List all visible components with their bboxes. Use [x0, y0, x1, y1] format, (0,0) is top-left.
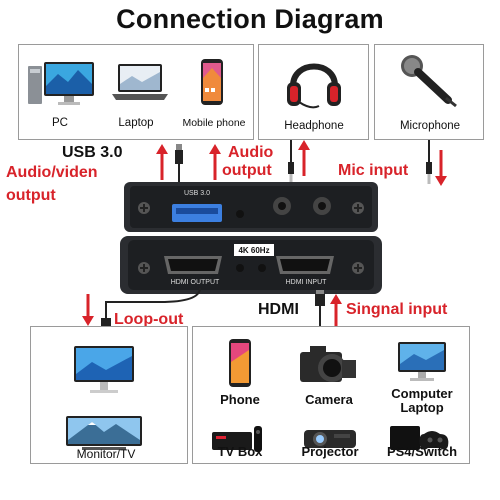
- tv-icon: [64, 414, 144, 454]
- pc-label: PC: [52, 117, 68, 129]
- arrow-up-icon: [209, 144, 221, 180]
- headphone-icon: [285, 52, 343, 112]
- projector-icon: [300, 424, 360, 454]
- microphone-box: [374, 44, 484, 140]
- mic-input-callout: Mic input: [338, 162, 409, 179]
- hdmi-input-label: HDMI INPUT: [285, 279, 327, 286]
- phone-label: Phone: [220, 392, 260, 407]
- audio-video-callout: Audio/viden: [6, 164, 98, 181]
- capture-device: [118, 178, 390, 298]
- camera-icon: [298, 342, 358, 388]
- diagram-title: Connection Diagram: [116, 4, 384, 34]
- audio-cable-icon: [424, 140, 434, 184]
- hdmi-callout: HDMI: [258, 301, 299, 318]
- output-callout: output: [6, 187, 56, 204]
- arrow-up-icon: [298, 140, 310, 176]
- tv-box-icon: [210, 424, 266, 454]
- mobile-phone-icon: [200, 58, 224, 106]
- signal-input-callout: Singnal input: [346, 301, 448, 318]
- resolution-badge: 4K 60Hz: [238, 246, 270, 255]
- mobile-phone-label: Mobile phone: [182, 117, 246, 129]
- usb-port-label: USB 3.0: [183, 190, 211, 197]
- pc-icon: [26, 60, 98, 108]
- hdmi-output-label: HDMI OUTPUT: [170, 279, 220, 286]
- audio-output-callout: output: [222, 162, 272, 179]
- loop-out-callout: Loop-out: [114, 311, 184, 328]
- audio-cable-icon: [286, 140, 296, 184]
- usb-callout: USB 3.0: [62, 144, 123, 161]
- headphone-box: [258, 44, 369, 140]
- computer-laptop-icon: [394, 340, 450, 384]
- arrow-down-icon: [82, 294, 94, 326]
- ps4-switch-label: PS4/Switch: [386, 444, 458, 459]
- headphone-label: Headphone: [284, 120, 344, 132]
- monitor-icon: [72, 344, 136, 396]
- microphone-icon: [398, 54, 460, 108]
- monitor-tv-label: Monitor/TV: [76, 447, 136, 461]
- laptop-label: Laptop: [118, 117, 154, 129]
- laptop-icon: [110, 60, 170, 106]
- computer-laptop-label: Computer Laptop: [391, 386, 453, 415]
- arrow-up-icon: [330, 294, 342, 326]
- microphone-label: Microphone: [399, 120, 461, 132]
- tv-box-label: TV Box: [217, 444, 263, 459]
- phone-icon: [228, 338, 252, 388]
- game-console-icon: [388, 420, 452, 454]
- projector-label: Projector: [301, 444, 359, 459]
- camera-label: Camera: [305, 392, 353, 407]
- audio-callout: Audio: [228, 144, 274, 161]
- arrow-down-icon: [435, 150, 447, 186]
- arrow-up-icon: [156, 144, 168, 180]
